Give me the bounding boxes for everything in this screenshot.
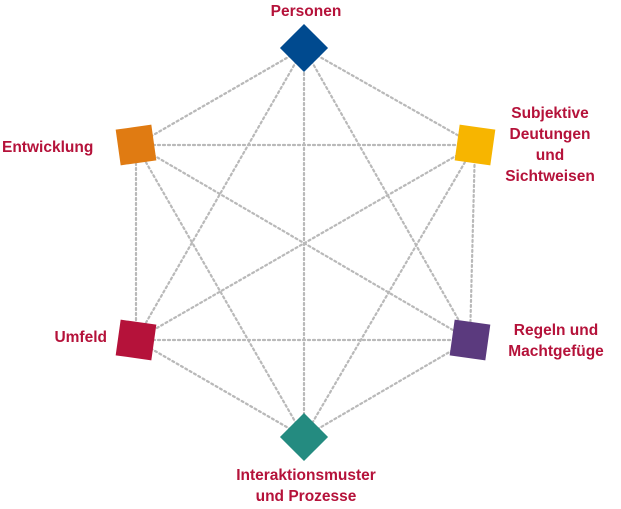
- node-umfeld-marker: [115, 319, 157, 361]
- node-regeln-marker: [449, 319, 491, 361]
- connector-regeln-entwicklung: [134, 143, 472, 342]
- connector-personen-regeln: [302, 46, 472, 342]
- node-entwicklung-marker: [115, 124, 157, 166]
- label-personen: Personen: [270, 3, 342, 20]
- connector-interaktion-umfeld: [134, 338, 306, 439]
- connector-personen-entwicklung: [134, 46, 306, 147]
- label-umfeld: Umfeld: [54, 329, 107, 346]
- connector-lines: [134, 46, 477, 439]
- connector-regeln-interaktion: [302, 338, 472, 439]
- label-interaktion: Interaktionsmuster und Prozesse: [236, 467, 376, 505]
- connector-deutungen-interaktion: [302, 143, 477, 439]
- node-markers: [115, 23, 496, 462]
- connector-deutungen-umfeld: [134, 143, 477, 342]
- connector-interaktion-entwicklung: [134, 143, 306, 439]
- label-deutungen: Subjektive Deutungen und Sichtweisen: [505, 105, 595, 185]
- connector-personen-umfeld: [134, 46, 306, 342]
- connector-personen-deutungen: [302, 46, 477, 147]
- label-regeln: Regeln und Machtgefüge: [508, 322, 604, 360]
- node-interaktion-marker: [279, 412, 329, 462]
- label-entwicklung: Entwicklung: [2, 139, 94, 156]
- node-personen-marker: [279, 23, 329, 73]
- node-deutungen-marker: [454, 124, 496, 166]
- connector-deutungen-regeln: [468, 143, 477, 342]
